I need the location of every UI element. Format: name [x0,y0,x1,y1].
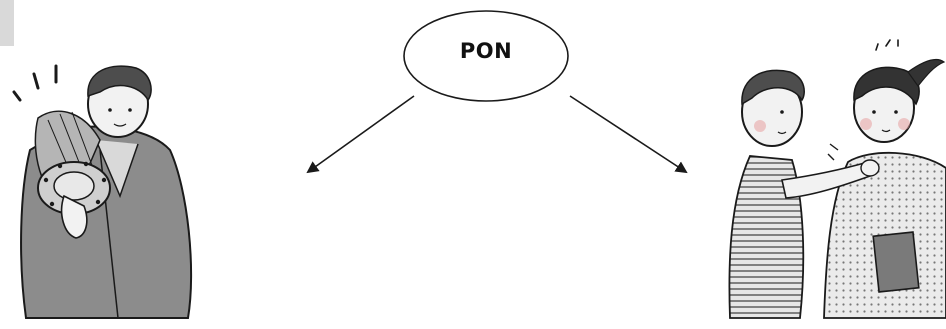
arrow-right [569,95,688,174]
person-striking-drum-icon [12,64,193,319]
arrow-left [306,95,415,174]
bubble-text: PON [459,39,513,63]
speech-bubble [403,10,569,102]
boy-tapping-girl-shoulder-icon [728,39,946,319]
corner-tab [0,0,14,46]
